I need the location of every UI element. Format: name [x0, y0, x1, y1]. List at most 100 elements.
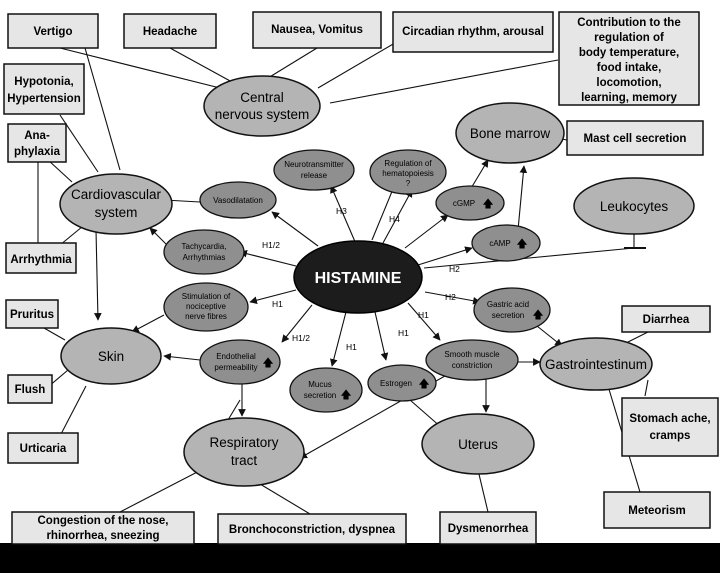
effect-neurotransmitter: Neurotransmitter release [273, 149, 355, 191]
svg-text:Nausea, Vomitus: Nausea, Vomitus [271, 24, 363, 36]
svg-text:Urticaria: Urticaria [20, 443, 67, 455]
svg-text:hematopoiesis: hematopoiesis [382, 169, 434, 178]
up-arrow-icon: 🡅 [516, 237, 527, 250]
svg-text:Dysmenorrhea: Dysmenorrhea [448, 523, 529, 535]
svg-text:Stomach ache,: Stomach ache, [629, 413, 710, 425]
effect-camp: cAMP 🡅 [471, 224, 541, 262]
box-bronchoconstriction: Bronchoconstriction, dyspnea [217, 513, 407, 545]
svg-text:release: release [301, 171, 328, 180]
effect-endothelial: Endothelial permeability 🡅 [199, 339, 281, 385]
svg-text:Cardiovascular: Cardiovascular [71, 187, 162, 202]
svg-text:secretion: secretion [492, 311, 524, 320]
svg-text:Congestion of the nose,: Congestion of the nose, [38, 515, 169, 527]
box-nausea: Nausea, Vomitus [252, 11, 382, 49]
svg-text:Stimulation of: Stimulation of [182, 292, 231, 301]
svg-text:Diarrhea: Diarrhea [643, 314, 690, 326]
effect-mucus: Mucus secretion 🡅 [289, 367, 363, 413]
organ-leukocytes: Leukocytes [573, 177, 695, 235]
box-hypotonia: Hypotonia, Hypertension [3, 63, 85, 115]
svg-text:constriction: constriction [452, 361, 492, 370]
up-arrow-icon: 🡅 [482, 197, 493, 210]
box-flush: Flush [7, 374, 53, 404]
svg-text:HISTAMINE: HISTAMINE [315, 270, 402, 287]
organ-bone-marrow: Bone marrow [455, 102, 565, 164]
effect-smooth-muscle: Smooth muscle constriction [425, 339, 519, 381]
organ-cns: Central nervous system [203, 75, 321, 137]
box-urticaria: Urticaria [7, 432, 79, 464]
box-circadian: Circadian rhythm, arousal [392, 11, 554, 53]
receptor-label-h1-noci: H1 [272, 299, 283, 309]
receptor-label-h2-camp: H2 [449, 264, 460, 274]
svg-text:Hypertension: Hypertension [7, 93, 81, 105]
svg-text:system: system [95, 205, 138, 220]
box-anaphylaxia: Ana- phylaxia [7, 123, 67, 163]
svg-text:food intake,: food intake, [597, 62, 662, 74]
svg-text:Ana-: Ana- [24, 130, 50, 142]
svg-text:Estrogen: Estrogen [380, 379, 412, 388]
box-contribution: Contribution to the regulation of body t… [558, 11, 700, 106]
organ-uterus: Uterus [421, 413, 535, 475]
svg-text:Mast cell secretion: Mast cell secretion [584, 133, 687, 145]
box-headache: Headache [123, 13, 217, 49]
svg-text:Central: Central [240, 90, 284, 105]
svg-text:Flush: Flush [15, 384, 46, 396]
effect-hematopoiesis: Regulation of hematopoiesis ? [369, 149, 447, 195]
svg-text:permeability: permeability [214, 363, 257, 372]
svg-text:Tachycardia,: Tachycardia, [182, 242, 227, 251]
box-pruritus: Pruritus [5, 299, 59, 329]
effect-estrogen: Estrogen 🡅 [367, 364, 437, 402]
svg-text:Arrhythmias: Arrhythmias [183, 253, 226, 262]
svg-text:body temperature,: body temperature, [579, 47, 679, 59]
svg-text:phylaxia: phylaxia [14, 146, 61, 158]
box-mast-cell: Mast cell secretion [566, 120, 704, 156]
svg-text:Neurotransmitter: Neurotransmitter [284, 160, 344, 169]
svg-text:Contribution to the: Contribution to the [577, 17, 680, 29]
up-arrow-icon: 🡅 [532, 308, 543, 321]
organ-skin: Skin [60, 327, 162, 385]
svg-text:Arrhythmia: Arrhythmia [10, 254, 72, 266]
up-arrow-icon: 🡅 [418, 377, 429, 390]
receptor-label-h2-gastric: H2 [445, 292, 456, 302]
svg-text:rhinorrhea, sneezing: rhinorrhea, sneezing [46, 530, 159, 542]
svg-text:Endothelial: Endothelial [216, 352, 256, 361]
up-arrow-icon: 🡅 [340, 388, 351, 401]
effect-tachycardia: Tachycardia, Arrhythmias [163, 229, 245, 275]
effect-vasodilatation: Vasodilatation [199, 181, 277, 219]
receptor-label-h1-mucus: H1 [346, 342, 357, 352]
svg-text:nociceptive: nociceptive [186, 302, 227, 311]
svg-text:learning, memory: learning, memory [581, 92, 677, 104]
center-histamine: HISTAMINE [293, 240, 423, 314]
svg-text:Headache: Headache [143, 26, 197, 38]
svg-text:Regulation of: Regulation of [384, 159, 432, 168]
svg-text:Bone marrow: Bone marrow [470, 126, 551, 141]
svg-text:Leukocytes: Leukocytes [600, 199, 669, 214]
svg-text:regulation of: regulation of [594, 32, 664, 44]
svg-text:cGMP: cGMP [453, 199, 475, 208]
effect-cgmp: cGMP 🡅 [435, 185, 505, 221]
receptor-label-h1-smooth: H1 [398, 328, 409, 338]
svg-text:Gastrointestinum: Gastrointestinum [545, 357, 647, 372]
box-arrhythmia: Arrhythmia [5, 242, 77, 274]
receptor-label-h12-endo: H1/2 [292, 333, 310, 343]
box-vertigo: Vertigo [7, 13, 99, 49]
svg-text:Bronchoconstriction, dyspnea: Bronchoconstriction, dyspnea [229, 524, 396, 536]
svg-text:Respiratory: Respiratory [209, 435, 278, 450]
box-stomach: Stomach ache, cramps [621, 397, 719, 457]
organ-cardiovascular: Cardiovascular system [59, 173, 173, 235]
svg-text:Gastric acid: Gastric acid [487, 300, 529, 309]
box-congestion: Congestion of the nose, rhinorrhea, snee… [11, 511, 195, 545]
box-diarrhea: Diarrhea [621, 305, 711, 333]
svg-text:Mucus: Mucus [308, 380, 332, 389]
inhibition-line [423, 247, 635, 269]
receptor-labels: H3 H4 H2 H1/2 H1 H1/2 H1 H1 H2 H1 [262, 206, 460, 352]
box-meteorism: Meteorism [603, 491, 711, 529]
svg-text:Pruritus: Pruritus [10, 309, 54, 321]
up-arrow-icon: 🡅 [262, 356, 273, 369]
organ-respiratory: Respiratory tract [183, 417, 305, 487]
svg-text:cAMP: cAMP [489, 239, 510, 248]
box-dysmenorrhea: Dysmenorrhea [439, 511, 537, 545]
svg-text:locomotion,: locomotion, [596, 77, 661, 89]
svg-text:cramps: cramps [650, 430, 691, 442]
svg-text:Circadian rhythm, arousal: Circadian rhythm, arousal [402, 26, 544, 38]
receptor-label-h3: H3 [336, 206, 347, 216]
